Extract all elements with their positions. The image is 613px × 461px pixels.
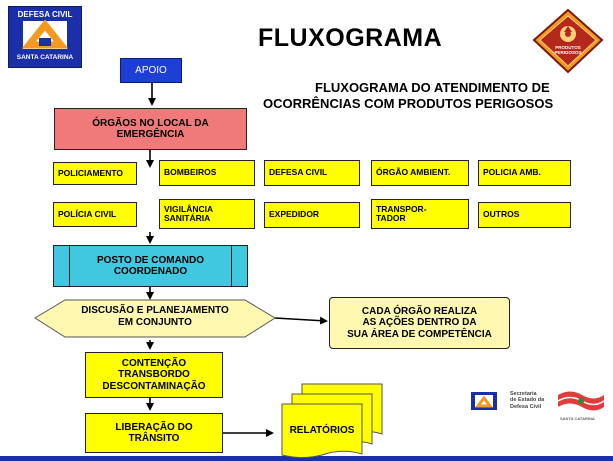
row1-box-defesa-civil: DEFESA CIVIL: [264, 160, 360, 186]
logo-bottom-text: SANTA CATARINA: [16, 54, 74, 61]
apoio-label: APOIO: [135, 65, 167, 76]
row2-label: OUTROS: [483, 209, 520, 220]
row1-box-policia-amb: POLICIA AMB.: [478, 160, 571, 186]
row2-box-transportador: TRANSPOR- TADOR: [371, 199, 469, 229]
row1-box-policiamento: POLICIAMENTO: [53, 162, 137, 185]
contencao-line3: DESCONTAMINAÇÃO: [102, 380, 206, 392]
liberacao-box: LIBERAÇÃO DO TRÂNSITO: [85, 413, 223, 453]
posto-comando-box: POSTO DE COMANDO COORDENADO: [53, 245, 248, 287]
row2-label-line1: VIGILÂNCIA: [164, 203, 214, 214]
cada-line3: SUA ÁREA DE COMPETÊNCIA: [347, 328, 492, 340]
orgaos-line2: EMERGÊNCIA: [116, 129, 185, 140]
footer-defesa-logo: [471, 392, 497, 410]
logo-right-label: PRODUTOS PERIGOSOS: [554, 45, 582, 55]
orgaos-box: ÓRGÃOS NO LOCAL DA EMERGÊNCIA: [54, 108, 247, 150]
discusao-line2: EM CONJUNTO: [118, 317, 192, 328]
posto-right-bar: [231, 246, 232, 286]
orgaos-line1: ÓRGÃOS NO LOCAL DA: [92, 118, 209, 129]
row1-label: BOMBEIROS: [164, 167, 217, 178]
secretaria-line3: Defesa Civil: [510, 403, 542, 410]
row1-label: POLICIA AMB.: [483, 167, 541, 178]
defesa-civil-logo: DEFESA CIVIL SANTA CATARINA: [8, 6, 82, 68]
contencao-box: CONTENÇÃO TRANSBORDO DESCONTAMINAÇÃO: [85, 352, 223, 398]
row2-label-line1: TRANSPOR-: [376, 203, 427, 214]
row2-label: POLÍCIA CIVIL: [58, 208, 117, 219]
row2-label-line2: SANITÁRIA: [164, 213, 211, 223]
row2-box-outros: OUTROS: [478, 202, 571, 228]
secretaria-line1: Secretaria: [510, 391, 537, 397]
row1-label: DEFESA CIVIL: [269, 167, 328, 178]
row2-label: TRANSPOR- TADOR: [376, 200, 427, 228]
footer-defesa-emblem-icon: [475, 395, 493, 408]
santa-catarina-label: SANTA CATARINA: [560, 416, 595, 421]
posto-line1: POSTO DE COMANDO: [96, 255, 205, 266]
row2-label: EXPEDIDOR: [269, 209, 320, 220]
bottom-border: [0, 456, 613, 461]
row2-box-policia-civil: POLÍCIA CIVIL: [53, 202, 137, 227]
page-title: FLUXOGRAMA: [258, 24, 443, 52]
discusao-line1: DISCUSÃO E PLANEJAMENTO: [81, 305, 229, 316]
secretaria-text: Secretaria de Estado da Defesa Civil: [510, 391, 544, 410]
subtitle-line1: FLUXOGRAMA DO ATENDIMENTO DE: [315, 80, 550, 95]
contencao-line2: TRANSBORDO: [118, 369, 190, 381]
liberacao-line2: TRÂNSITO: [128, 433, 180, 444]
logo-top-text: DEFESA CIVIL: [17, 10, 73, 19]
row1-label: POLICIAMENTO: [58, 167, 124, 178]
cada-orgao-box: CADA ÓRGÃO REALIZA AS AÇÕES DENTRO DA SU…: [329, 297, 510, 349]
row2-label-line2: TADOR: [376, 213, 406, 223]
secretaria-line2: de Estado da: [510, 397, 545, 404]
cada-line1: CADA ÓRGÃO REALIZA: [361, 305, 478, 317]
liberacao-line1: LIBERAÇÃO DO: [115, 422, 193, 433]
row2-label: VIGILÂNCIA SANITÁRIA: [164, 200, 213, 228]
subtitle-line2: OCORRÊNCIAS COM PRODUTOS PERIGOSOS: [263, 96, 554, 111]
row2-box-vigilancia: VIGILÂNCIA SANITÁRIA: [159, 199, 255, 229]
row1-box-bombeiros: BOMBEIROS: [159, 160, 255, 186]
row2-box-expedidor: EXPEDIDOR: [264, 202, 360, 228]
discusao-text: DISCUSÃO E PLANEJAMENTO EM CONJUNTO: [55, 305, 255, 329]
row1-label: ÓRGÃO AMBIENT.: [376, 167, 451, 178]
posto-line2: COORDENADO: [113, 266, 188, 277]
posto-left-bar: [69, 246, 70, 286]
apoio-box: APOIO: [120, 58, 182, 83]
relatorios-label: RELATÓRIOS: [289, 425, 355, 436]
contencao-line1: CONTENÇÃO: [121, 357, 187, 369]
row1-box-orgao-ambient: ÓRGÃO AMBIENT.: [371, 160, 469, 186]
cada-line2: AS AÇÕES DENTRO DA: [362, 317, 477, 329]
defesa-civil-emblem-icon: [21, 19, 69, 49]
